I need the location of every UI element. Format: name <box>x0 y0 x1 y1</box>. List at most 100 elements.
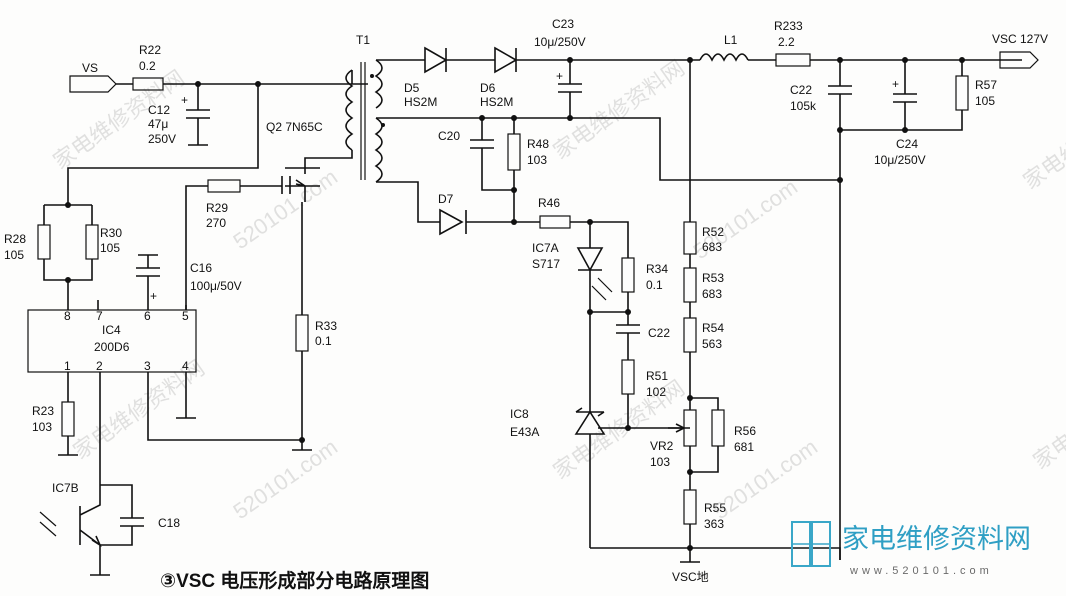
VR2-value: 103 <box>650 455 670 469</box>
C24-value: 10μ/250V <box>874 153 926 167</box>
R51-ref: R51 <box>646 369 668 383</box>
D5-ref: D5 <box>404 81 420 95</box>
capacitor-C22-loop: C22 <box>616 324 670 360</box>
IC4-pin3: 3 <box>144 359 151 373</box>
watermark-text: 家电维修资料网 <box>1019 85 1066 194</box>
R54-value: 563 <box>702 337 722 351</box>
vsc-ground-label: VSC地 <box>672 570 709 584</box>
resistor-R52: R52 683 <box>683 221 724 255</box>
resistor-R233: R233 2.2 <box>774 19 811 67</box>
resistor-R46: R46 <box>538 196 571 229</box>
L1-ref: L1 <box>724 33 738 47</box>
R53-ref: R53 <box>702 271 724 285</box>
resistor-R51: R51 102 <box>621 359 668 399</box>
IC4-pin7: 7 <box>96 309 103 323</box>
IC4-pin1: 1 <box>64 359 71 373</box>
D6-value: HS2M <box>480 95 513 109</box>
C18-ref: C18 <box>158 516 180 530</box>
R57-ref: R57 <box>975 78 997 92</box>
IC4-pin2: 2 <box>96 359 103 373</box>
resistor-R56: R56 681 <box>711 409 756 454</box>
diode-D7: D7 <box>438 192 540 236</box>
vs-label: VS <box>82 61 98 75</box>
R56-value: 681 <box>734 440 754 454</box>
logo-url-text: www.520101.com <box>849 565 993 577</box>
resistor-R57: R57 105 <box>955 75 997 111</box>
VR2-ref: VR2 <box>650 439 674 453</box>
svg-text:+: + <box>150 289 157 303</box>
IC4-pin6: 6 <box>144 309 151 323</box>
R48-value: 103 <box>527 153 547 167</box>
R55-value: 363 <box>704 517 724 531</box>
svg-text:+: + <box>181 93 188 107</box>
R23-ref: R23 <box>32 404 54 418</box>
R28-value: 105 <box>4 248 24 262</box>
vs-input-terminal: VS <box>69 61 117 93</box>
potentiometer-VR2: VR2 103 <box>650 409 697 469</box>
R22-value: 0.2 <box>139 59 156 73</box>
D5-value: HS2M <box>404 95 437 109</box>
IC8-ref: IC8 <box>510 407 529 421</box>
C23-value: 10μ/250V <box>534 35 586 49</box>
watermark-url: 520101.com <box>229 164 343 254</box>
C16-ref: C16 <box>190 261 212 275</box>
phototransistor-IC7B: IC7B <box>39 481 133 576</box>
R29-value: 270 <box>206 216 226 230</box>
R52-ref: R52 <box>702 225 724 239</box>
capacitor-C16: + C16 100μ/50V <box>136 254 242 310</box>
C22a-value: 105k <box>790 99 817 113</box>
svg-text:+: + <box>892 77 899 91</box>
R34-ref: R34 <box>646 262 668 276</box>
IC4-ref: IC4 <box>102 323 121 337</box>
C12-ref: C12 <box>148 103 170 117</box>
IC4-pin8: 8 <box>64 309 71 323</box>
resistor-R54: R54 563 <box>683 317 724 353</box>
IC7A-value: S717 <box>532 257 560 271</box>
R55-ref: R55 <box>704 501 726 515</box>
IC8-value: E43A <box>510 425 539 439</box>
capacitor-C23: + C23 10μ/250V <box>534 17 586 118</box>
IC4-value: 200D6 <box>94 340 130 354</box>
R29-ref: R29 <box>206 201 228 215</box>
capacitor-C12: + C12 47μ 250V <box>148 84 210 146</box>
resistor-R30: R30 105 <box>85 224 122 260</box>
vsc-output-label: VSC 127V <box>992 32 1048 46</box>
C23-ref: C23 <box>552 17 574 31</box>
capacitor-C20: C20 <box>438 118 514 191</box>
diagram-caption: ③VSC 电压形成部分电路原理图 <box>160 569 429 592</box>
T1-ref: T1 <box>356 33 370 47</box>
Q2-ref: Q2 7N65C <box>266 120 323 134</box>
diode-D6: D6 HS2M <box>480 46 690 109</box>
resistor-R33: R33 0.1 <box>295 314 337 352</box>
R233-value: 2.2 <box>778 35 795 49</box>
IC7B-ref: IC7B <box>52 481 79 495</box>
vsc-output-terminal: VSC 127V <box>992 32 1048 69</box>
R30-ref: R30 <box>100 226 122 240</box>
C22a-ref: C22 <box>790 83 812 97</box>
resistor-R55: R55 363 <box>683 489 726 531</box>
D7-ref: D7 <box>438 192 454 206</box>
IC7A-ref: IC7A <box>532 241 559 255</box>
R33-value: 0.1 <box>315 334 332 348</box>
R54-ref: R54 <box>702 321 724 335</box>
R233-ref: R233 <box>774 19 803 33</box>
mosfet-Q2: Q2 7N65C <box>240 120 323 202</box>
transformer-T1: T1 <box>345 33 385 183</box>
R30-value: 105 <box>100 241 120 255</box>
C22b-ref: C22 <box>648 326 670 340</box>
C16-value: 100μ/50V <box>190 279 242 293</box>
capacitor-C24: + C24 10μ/250V <box>874 60 926 167</box>
R57-value: 105 <box>975 94 995 108</box>
IC4-pin5: 5 <box>182 309 189 323</box>
D6-ref: D6 <box>480 81 496 95</box>
C20-ref: C20 <box>438 129 460 143</box>
R28-ref: R28 <box>4 232 26 246</box>
IC4-pin4: 4 <box>182 359 189 373</box>
capacitor-C18: C18 <box>100 516 180 546</box>
logo-cn-text: 家电维修资料网 <box>842 524 1031 554</box>
capacitor-C22-out: C22 105k <box>790 60 852 560</box>
watermark-text: 家电维修资料网 <box>1029 365 1066 474</box>
resistor-R28: R28 105 <box>4 224 51 262</box>
